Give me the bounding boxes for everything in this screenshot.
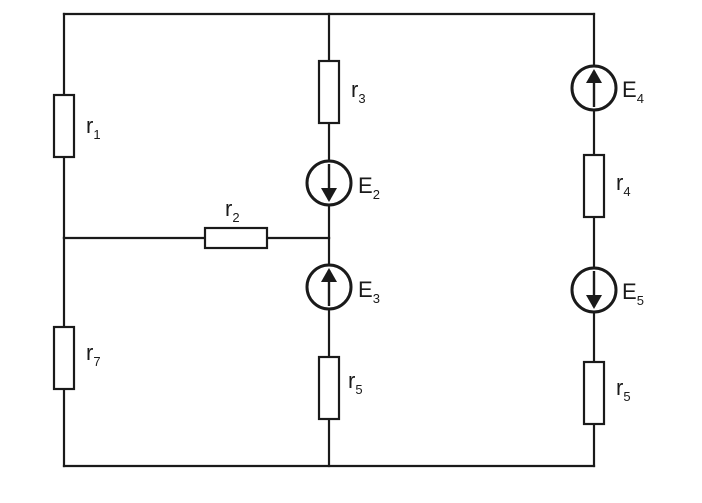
label-r5-right: r5 [616,375,631,404]
label-r1: r1 [86,113,101,142]
wires [62,12,596,468]
source-e5 [570,266,618,314]
label-r7: r7 [86,340,101,369]
resistor-r7 [52,325,76,391]
resistor-r5-middle [317,355,341,421]
resistor-r3 [317,59,341,125]
label-r2: r2 [225,196,240,225]
resistor-r4 [582,153,606,219]
label-e5: E5 [622,279,644,308]
label-e4: E4 [622,77,644,106]
source-e2 [305,159,353,207]
label-r5-middle: r5 [348,368,363,397]
resistor-r1 [52,93,76,159]
label-e2: E2 [358,173,380,202]
label-r3: r3 [351,77,366,106]
source-e4 [570,64,618,112]
source-e3 [305,263,353,311]
label-e3: E3 [358,277,380,306]
resistor-r2 [203,226,269,250]
resistor-r5-right [582,360,606,426]
label-r4: r4 [616,170,631,199]
